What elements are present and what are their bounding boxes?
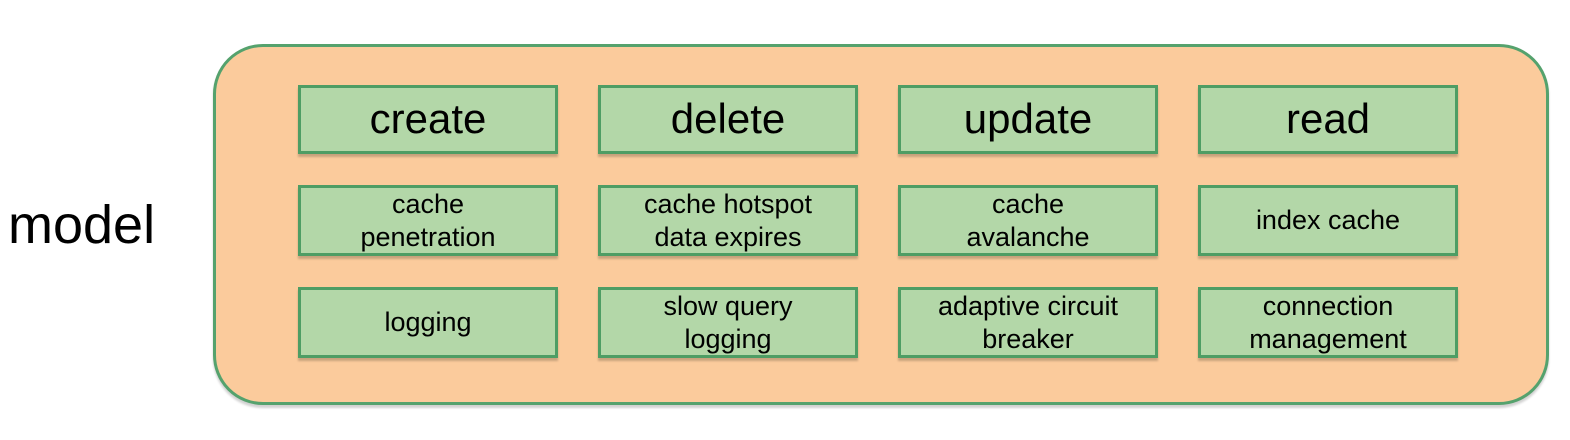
model-container: create delete update read cache penetrat… [213, 44, 1549, 405]
box-read: read [1198, 85, 1458, 154]
box-adaptive-circuit-breaker: adaptive circuit breaker [898, 287, 1158, 358]
box-logging: logging [298, 287, 558, 358]
box-index-cache: index cache [1198, 185, 1458, 256]
box-connection-management: connection management [1198, 287, 1458, 358]
model-label: model [8, 195, 156, 255]
box-slow-query-logging: slow query logging [598, 287, 858, 358]
box-delete: delete [598, 85, 858, 154]
box-create: create [298, 85, 558, 154]
box-cache-hotspot-data-expires: cache hotspot data expires [598, 185, 858, 256]
box-cache-avalanche: cache avalanche [898, 185, 1158, 256]
box-update: update [898, 85, 1158, 154]
box-cache-penetration: cache penetration [298, 185, 558, 256]
